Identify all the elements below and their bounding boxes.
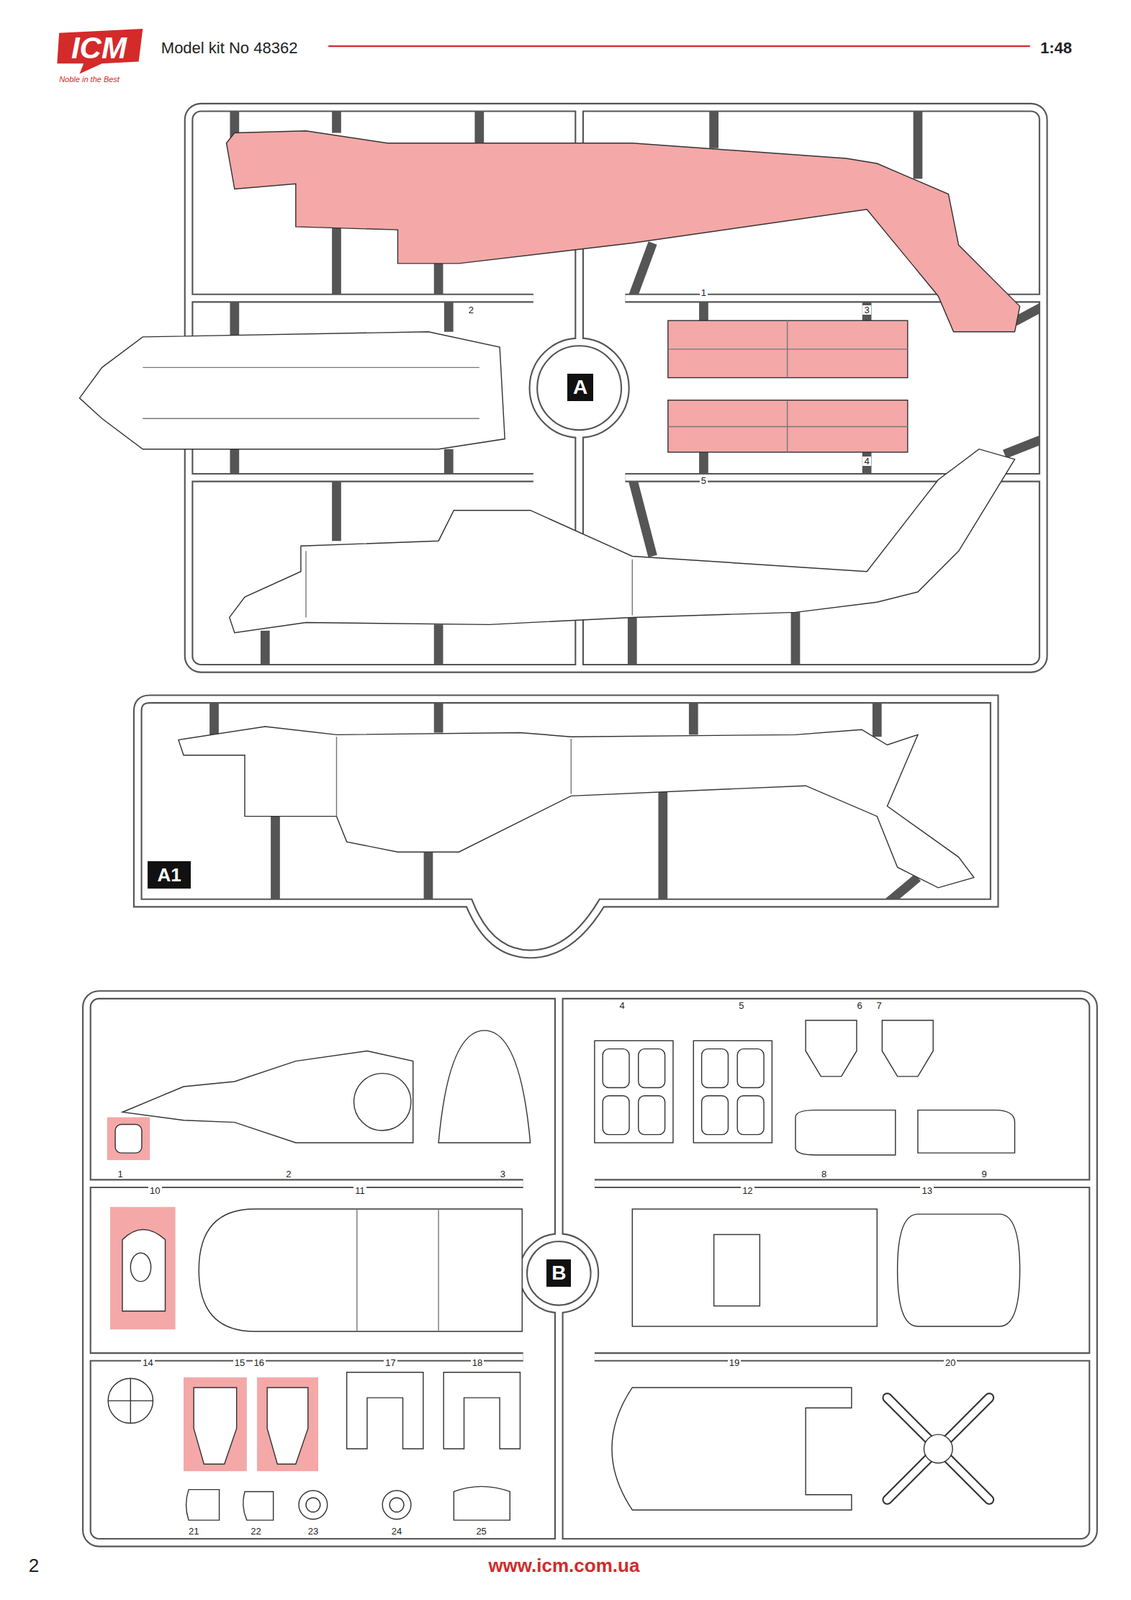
sprue-letter-text: B	[551, 1262, 566, 1283]
part-number: 8	[819, 1169, 828, 1179]
sprue-letter-text: A	[573, 377, 588, 398]
logo-text: ICM	[71, 33, 127, 64]
sprue-b-parts	[107, 1020, 1021, 1520]
scale: 1:48	[1040, 40, 1072, 57]
part-number: 6	[855, 1000, 864, 1011]
logo	[56, 28, 143, 74]
part-number: 11	[353, 1185, 367, 1196]
sprue-letter-text: A1	[157, 865, 182, 885]
part-number: 21	[187, 1526, 201, 1536]
part-number: 15	[233, 1357, 247, 1368]
sprue-b-runners	[86, 994, 1093, 1543]
part-number: 3	[862, 305, 871, 315]
sprue-a1-parts	[178, 726, 975, 888]
part-number: 23	[306, 1526, 320, 1536]
part-number: 1	[699, 287, 708, 298]
part-number: 13	[920, 1185, 934, 1196]
part-number: 19	[727, 1357, 741, 1368]
page-number: 2	[28, 1555, 39, 1575]
part-number: 12	[740, 1185, 754, 1196]
part-number: 24	[390, 1526, 404, 1536]
part-number: 5	[737, 1000, 746, 1011]
part-number: 14	[141, 1357, 155, 1368]
header-rule	[328, 45, 1031, 47]
sprue-a1-runners	[137, 699, 995, 954]
part-number: 4	[618, 1000, 627, 1011]
part-number: 3	[498, 1169, 507, 1179]
part-number: 1	[116, 1169, 125, 1179]
sprue-letter: B	[546, 1259, 571, 1287]
logo-tagline: Noble in the Best	[59, 75, 120, 84]
website: www.icm.com.ua	[488, 1555, 640, 1575]
part-number: 4	[862, 456, 871, 466]
kit-number: Model kit No 48362	[161, 40, 299, 57]
part-number: 25	[474, 1526, 488, 1536]
part-number: 2	[284, 1169, 293, 1179]
part-number: 7	[874, 1000, 883, 1011]
part-number: 16	[252, 1357, 266, 1368]
part-number: 18	[470, 1357, 484, 1368]
part-number: 22	[249, 1526, 263, 1536]
part-number: 9	[979, 1169, 988, 1179]
part-number: 20	[943, 1357, 957, 1368]
part-number: 5	[699, 475, 708, 486]
sprue-letter: A1	[147, 861, 191, 889]
part-number: 2	[467, 305, 476, 315]
part-number: 17	[383, 1357, 397, 1368]
sprue-a-parts	[79, 131, 1020, 633]
sprue-letter: A	[567, 373, 594, 401]
part-number: 10	[148, 1185, 162, 1196]
